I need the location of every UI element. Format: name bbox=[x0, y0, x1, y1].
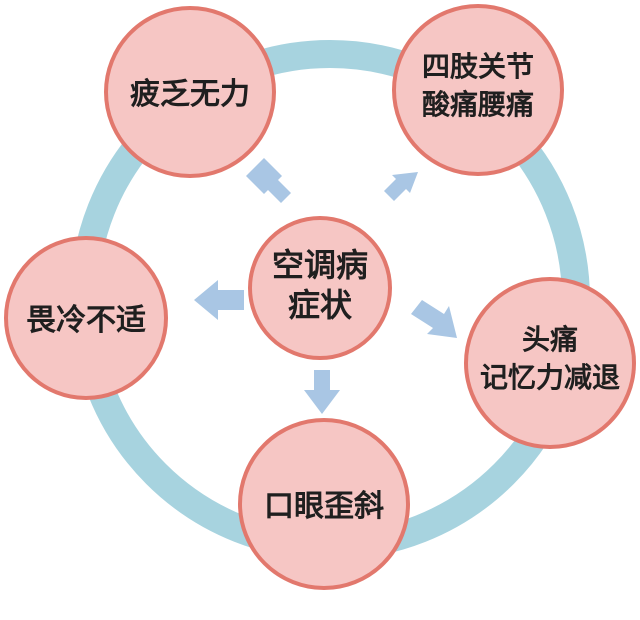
symptom-fatigue: 疲乏无力 bbox=[104, 6, 276, 178]
arrow-to-cold bbox=[194, 280, 244, 320]
symptom-limbs-line2: 酸痛腰痛 bbox=[422, 88, 534, 121]
symptom-mouth: 口眼歪斜 bbox=[238, 418, 410, 590]
symptom-mouth-label: 口眼歪斜 bbox=[264, 489, 384, 524]
symptom-limbs-line1: 四肢关节 bbox=[422, 50, 534, 83]
arrow-to-limbs bbox=[384, 172, 418, 201]
watermark-text: @健康人生 bbox=[521, 589, 611, 611]
center-title-line2: 症状 bbox=[288, 286, 353, 324]
symptom-cold: 畏冷不适 bbox=[4, 236, 168, 400]
center-node: 空调病 症状 bbox=[248, 216, 392, 360]
symptom-headache-line1: 头痛 bbox=[522, 323, 578, 356]
center-title-line1: 空调病 bbox=[272, 246, 368, 284]
arrow-to-headache bbox=[411, 300, 457, 338]
arrow-to-mouth bbox=[304, 370, 340, 414]
symptom-cold-label: 畏冷不适 bbox=[26, 303, 146, 338]
arrow-to-fatigue bbox=[246, 158, 291, 203]
symptom-headache: 头痛 记忆力减退 bbox=[464, 277, 636, 449]
symptom-limbs: 四肢关节 酸痛腰痛 bbox=[392, 4, 564, 176]
symptom-headache-line2: 记忆力减退 bbox=[480, 361, 620, 394]
symptom-fatigue-label: 疲乏无力 bbox=[130, 77, 250, 112]
